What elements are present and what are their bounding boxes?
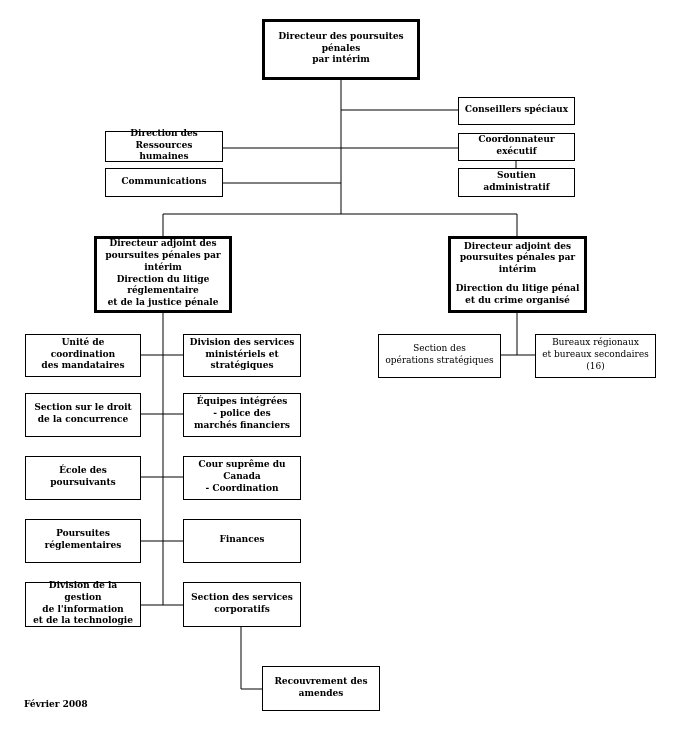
gestion-information-label: Division de la gestion de l'information … — [33, 581, 133, 627]
conseillers-speciaux-box: Conseillers spéciaux — [458, 97, 575, 125]
recouvrement-amendes-box: Recouvrement des amendes — [262, 666, 380, 711]
droit-concurrence-label: Section sur le droit de la concurrence — [34, 403, 132, 425]
equipes-integrees-box: Équipes intégrées - police des marchés f… — [183, 393, 301, 437]
ecole-poursuivants-box: École des poursuivants — [25, 456, 141, 500]
recouvrement-amendes-label: Recouvrement des amendes — [274, 676, 368, 699]
poursuites-reglementaires-label: Poursuites réglementaires — [44, 529, 122, 551]
coordonnateur-executif-label: Coordonnateur exécutif — [478, 135, 555, 157]
communications-label: Communications — [121, 176, 207, 187]
soutien-administratif-label: Soutien administratif — [483, 170, 550, 193]
droit-concurrence-box: Section sur le droit de la concurrence — [25, 393, 141, 437]
cour-supreme-label: Cour suprême du Canada - Coordination — [198, 460, 286, 494]
deputy-director-left-subtitle: Direction du litige réglementaire et de … — [107, 274, 219, 308]
ressources-humaines-box: Direction des Ressources humaines — [105, 128, 223, 163]
unite-coordination-label: Unité de coordination des mandataires — [41, 337, 125, 372]
soutien-administratif-box: Soutien administratif — [458, 168, 575, 197]
operations-strategiques-box: Section des opérations stratégiques — [378, 334, 501, 378]
services-corporatifs-box: Section des services corporatifs — [183, 582, 301, 627]
deputy-director-right-title: Directeur adjoint des poursuites pénales… — [459, 241, 576, 276]
deputy-director-right-box: Directeur adjoint des poursuites pénales… — [448, 236, 587, 313]
ecole-poursuivants-label: École des poursuivants — [50, 466, 116, 488]
bureaux-regionaux-label: Bureaux régionaux et bureaux secondaires… — [542, 338, 649, 372]
finances-label: Finances — [219, 535, 265, 546]
ressources-humaines-label: Direction des Ressources humaines — [130, 128, 198, 163]
operations-strategiques-label: Section des opérations stratégiques — [385, 344, 494, 366]
equipes-integrees-label: Équipes intégrées - police des marchés f… — [194, 397, 290, 431]
finances-box: Finances — [183, 519, 301, 563]
deputy-director-left-box: Directeur adjoint des poursuites pénales… — [94, 236, 232, 313]
director-box: Directeur des poursuites pénales par int… — [262, 19, 420, 80]
director-label: Directeur des poursuites pénales par int… — [278, 31, 404, 66]
deputy-director-right-subtitle: Direction du litige pénal et du crime or… — [455, 283, 580, 306]
poursuites-reglementaires-box: Poursuites réglementaires — [25, 519, 141, 563]
services-corporatifs-label: Section des services corporatifs — [191, 592, 293, 615]
unite-coordination-box: Unité de coordination des mandataires — [25, 334, 141, 377]
division-services-box: Division des services ministériels et st… — [183, 334, 301, 377]
division-services-label: Division des services ministériels et st… — [189, 337, 295, 372]
conseillers-speciaux-label: Conseillers spéciaux — [464, 105, 569, 116]
deputy-director-left-title: Directeur adjoint des poursuites pénales… — [105, 239, 221, 273]
gestion-information-box: Division de la gestion de l'information … — [25, 581, 141, 627]
coordonnateur-executif-box: Coordonnateur exécutif — [458, 133, 575, 161]
communications-box: Communications — [105, 168, 223, 197]
cour-supreme-box: Cour suprême du Canada - Coordination — [183, 456, 301, 500]
bureaux-regionaux-box: Bureaux régionaux et bureaux secondaires… — [535, 334, 656, 378]
date-footer: Février 2008 — [24, 700, 88, 710]
